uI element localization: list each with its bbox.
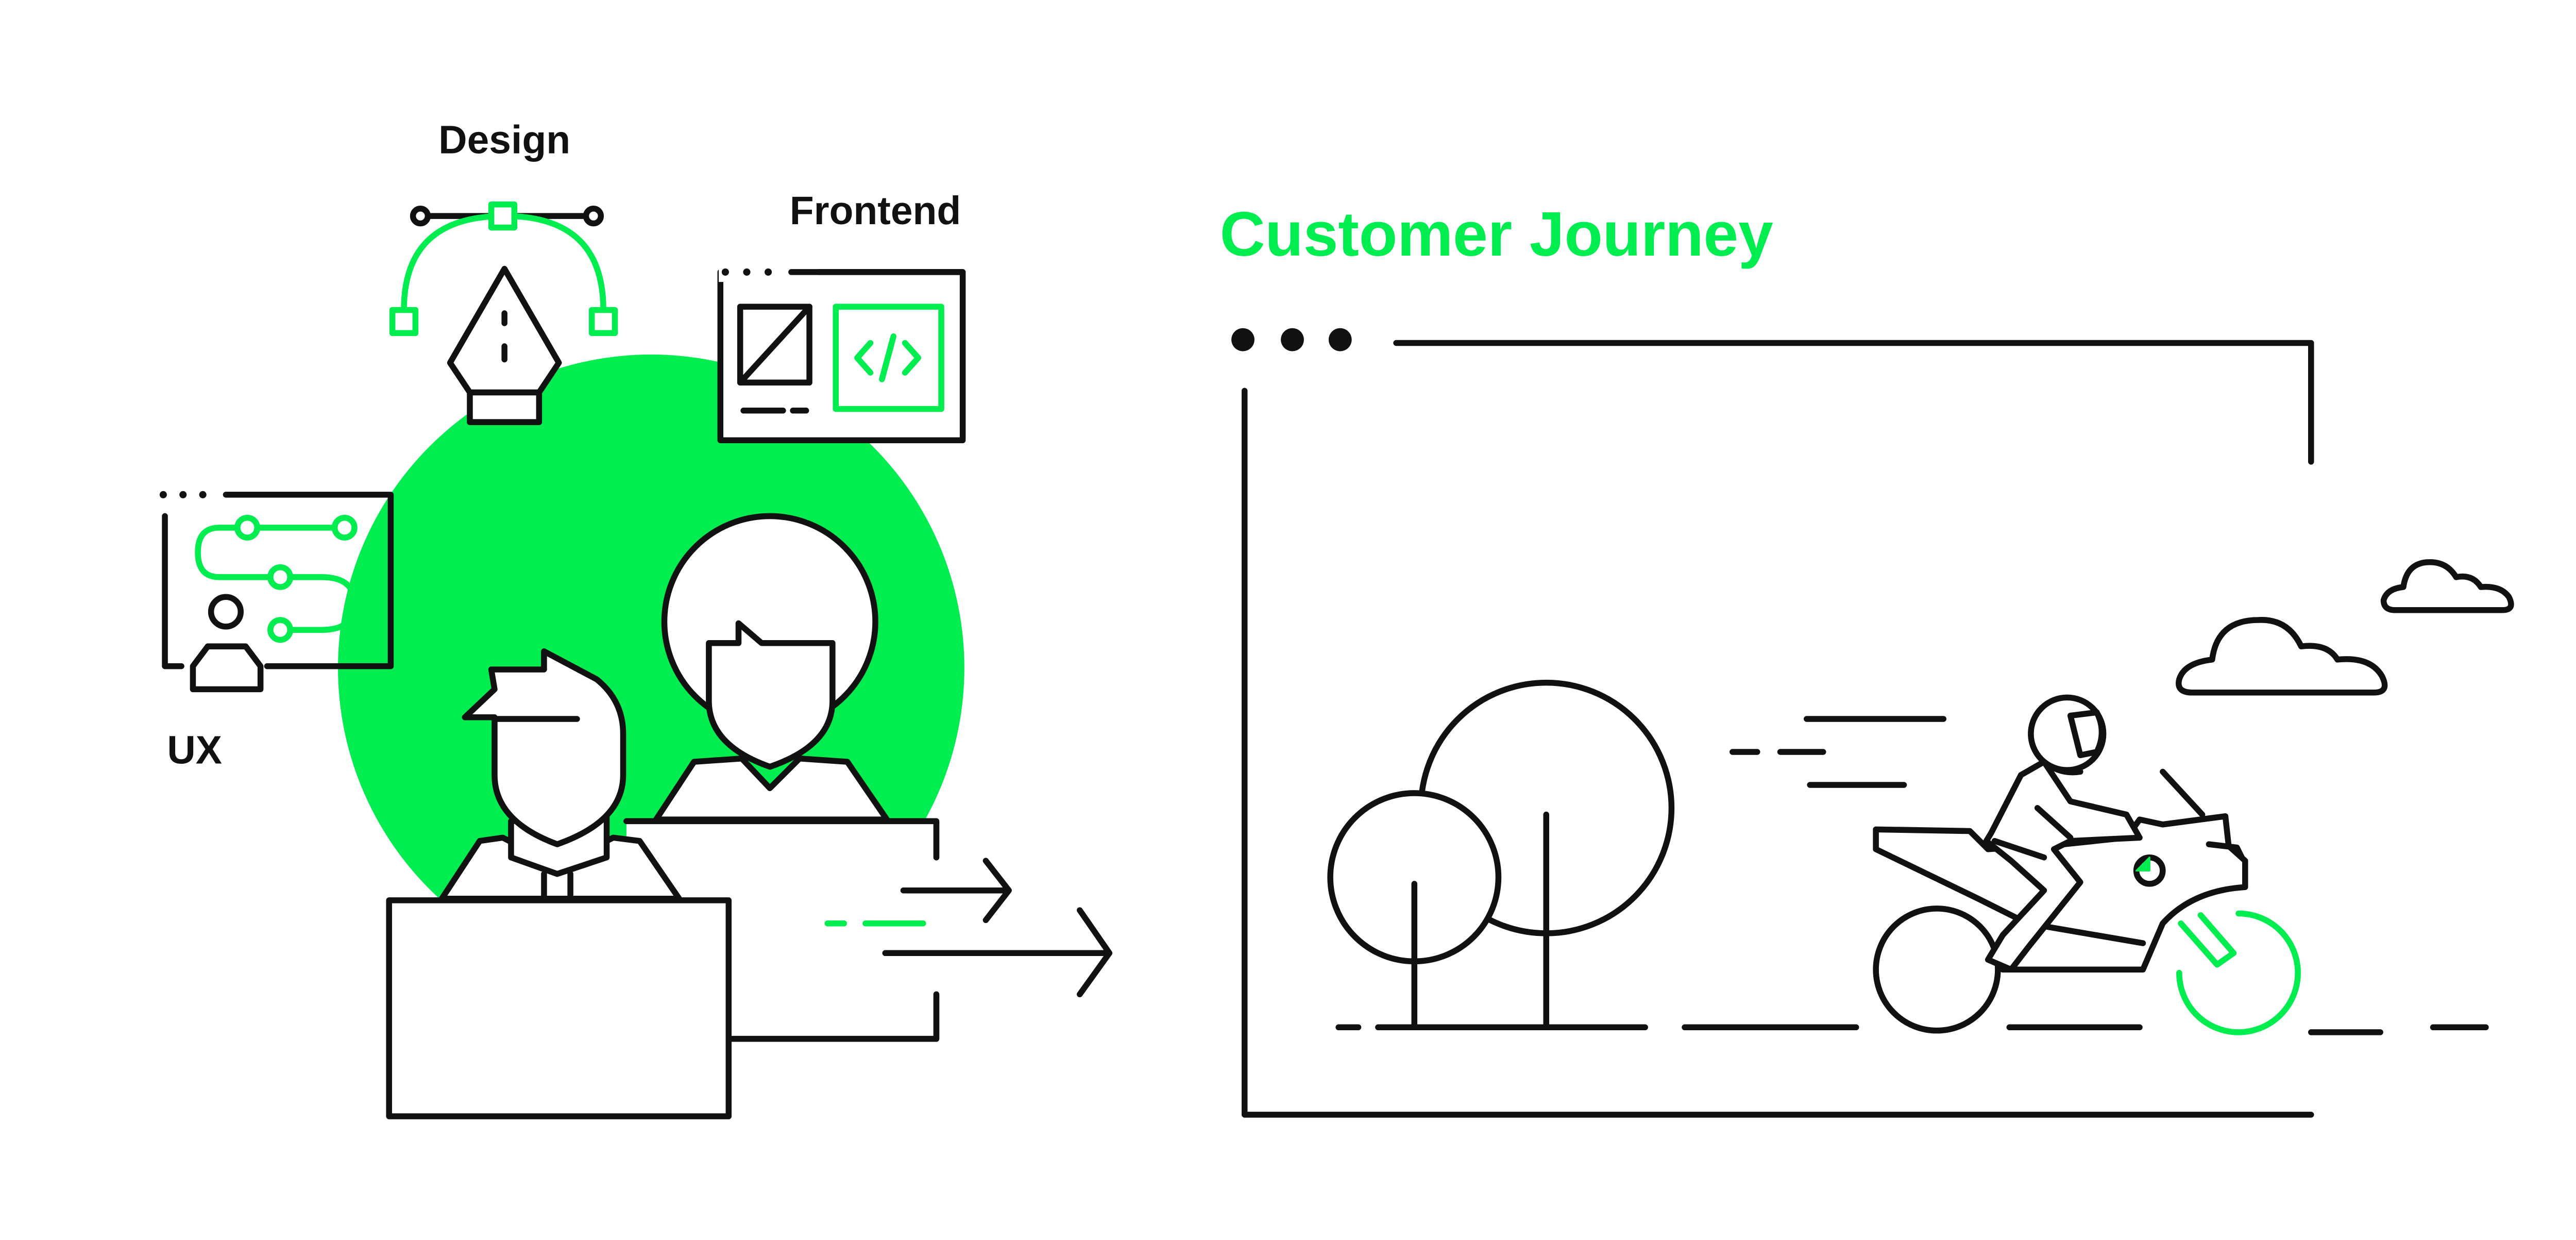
- customer-journey-title: Customer Journey: [1220, 199, 1773, 269]
- pen-tool-icon: [389, 201, 618, 425]
- motion-arrows: [824, 858, 1113, 998]
- tree-icon: [1327, 679, 1675, 1029]
- design-label: Design: [438, 118, 570, 162]
- browser-window-icon: [1231, 328, 2314, 1118]
- flow-board-icon: [159, 491, 394, 693]
- cloud-icon: [2176, 559, 2514, 696]
- front-desk: [386, 897, 732, 1119]
- back-person: [653, 513, 890, 823]
- speed-lines: [1729, 716, 1947, 788]
- code-window-icon: [717, 259, 966, 444]
- road-lines: [1335, 1024, 2489, 1035]
- motorcycle-icon: [1873, 694, 2301, 1035]
- team-scene: [338, 354, 1113, 1119]
- front-person: [438, 648, 683, 902]
- ux-label: UX: [167, 728, 222, 772]
- frontend-label: Frontend: [790, 189, 961, 233]
